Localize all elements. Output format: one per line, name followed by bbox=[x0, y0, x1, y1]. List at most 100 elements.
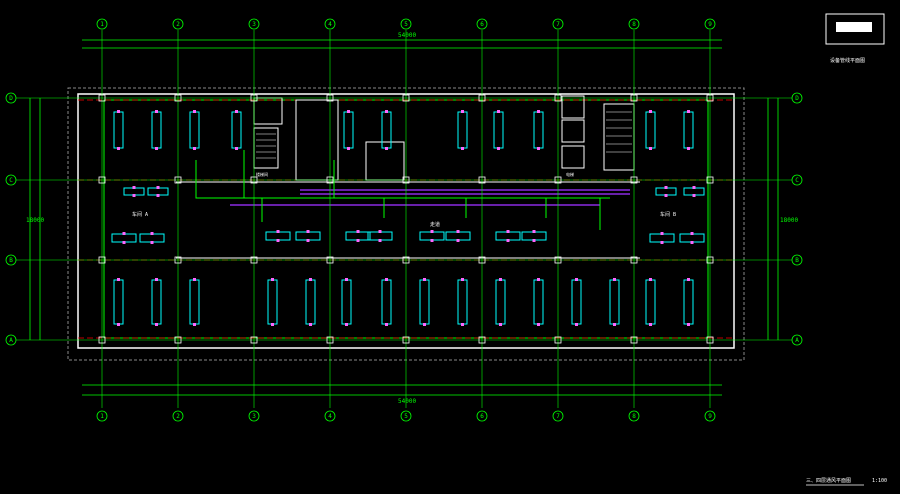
equipment-unit bbox=[151, 111, 162, 149]
structural-column bbox=[250, 256, 258, 264]
structural-column bbox=[250, 336, 258, 344]
equipment-marker bbox=[193, 323, 196, 326]
structural-column bbox=[630, 94, 638, 102]
axis-label-col-3: 3 bbox=[252, 21, 256, 28]
duct-main bbox=[230, 189, 630, 206]
equipment-marker bbox=[276, 230, 280, 233]
equipment-marker bbox=[575, 323, 578, 326]
equipment-unit bbox=[123, 187, 145, 196]
axis-bubble-col-4 bbox=[324, 18, 336, 30]
equipment-unit bbox=[151, 279, 162, 325]
structural-column bbox=[174, 336, 182, 344]
equipment-marker bbox=[690, 232, 694, 235]
axis-bubble-col-2 bbox=[172, 18, 184, 30]
equipment-marker bbox=[193, 147, 196, 150]
equipment-unit bbox=[419, 279, 430, 325]
equipment-marker bbox=[537, 110, 540, 113]
equipment-unit bbox=[267, 279, 278, 325]
axis-bubble-col-5 bbox=[400, 18, 412, 30]
equipment-marker bbox=[385, 323, 388, 326]
structural-column bbox=[478, 176, 486, 184]
axis-bubble-col-2 bbox=[172, 410, 184, 422]
axis-label-row-C: C bbox=[795, 177, 799, 184]
axis-bubble-row-D bbox=[5, 92, 17, 104]
equipment-marker bbox=[660, 241, 664, 244]
structural-column bbox=[630, 256, 638, 264]
equipment-marker bbox=[532, 239, 536, 242]
equipment-marker bbox=[613, 323, 616, 326]
structural-column bbox=[174, 94, 182, 102]
axis-bubble-row-C bbox=[791, 174, 803, 186]
equipment-unit bbox=[571, 279, 582, 325]
structural-column bbox=[250, 176, 258, 184]
equipment-unit bbox=[367, 231, 393, 241]
room-label-b: 车间 B bbox=[660, 211, 676, 218]
equipment-marker bbox=[117, 110, 120, 113]
equipment-unit bbox=[381, 279, 392, 325]
dimension-bottom bbox=[82, 384, 722, 396]
equipment-unit bbox=[679, 233, 705, 243]
structural-column bbox=[402, 336, 410, 344]
equipment-marker bbox=[385, 278, 388, 281]
equipment-marker bbox=[356, 230, 360, 233]
equipment-unit bbox=[139, 233, 165, 243]
equipment-marker bbox=[687, 110, 690, 113]
axis-bubble-row-C bbox=[5, 174, 17, 186]
axis-bubble-row-A bbox=[791, 334, 803, 346]
structural-column bbox=[554, 256, 562, 264]
equipment-marker bbox=[309, 278, 312, 281]
equipment-marker bbox=[461, 278, 464, 281]
equipment-unit bbox=[649, 233, 675, 243]
structural-column bbox=[326, 176, 334, 184]
equipment-marker bbox=[430, 230, 434, 233]
equipment-marker bbox=[117, 323, 120, 326]
equipment-marker bbox=[537, 323, 540, 326]
equipment-unit bbox=[147, 187, 169, 196]
equipment-marker bbox=[193, 278, 196, 281]
equipment-unit bbox=[457, 279, 468, 325]
structural-column bbox=[706, 256, 714, 264]
structural-column bbox=[98, 336, 106, 344]
legend-box: 设备管线平面图 bbox=[825, 13, 885, 64]
structural-column bbox=[174, 176, 182, 184]
equipment-marker bbox=[347, 147, 350, 150]
axis-bubble-col-1 bbox=[96, 18, 108, 30]
equipment-marker bbox=[692, 194, 696, 197]
equipment-marker bbox=[537, 147, 540, 150]
equipment-marker bbox=[306, 239, 310, 242]
duct-supply bbox=[195, 150, 610, 230]
equipment-unit bbox=[113, 279, 124, 325]
equipment-unit bbox=[495, 231, 521, 241]
equipment-unit bbox=[341, 279, 352, 325]
equipment-marker bbox=[117, 278, 120, 281]
title-block: 三、四层通风平面图 1:100 bbox=[806, 477, 887, 486]
equipment-marker bbox=[156, 186, 160, 189]
axis-label-col-5: 5 bbox=[404, 21, 408, 28]
equipment-unit bbox=[111, 233, 137, 243]
equipment-marker bbox=[461, 110, 464, 113]
structural-column bbox=[402, 176, 410, 184]
structural-column bbox=[706, 336, 714, 344]
equipment-marker bbox=[649, 110, 652, 113]
structural-column bbox=[326, 94, 334, 102]
stairwell-left bbox=[253, 97, 283, 169]
equipment-marker bbox=[235, 147, 238, 150]
equipment-marker bbox=[155, 278, 158, 281]
dimension-top bbox=[82, 39, 722, 49]
equipment-unit bbox=[419, 231, 445, 241]
equipment-marker bbox=[461, 323, 464, 326]
axis-label-col-1: 1 bbox=[100, 21, 104, 28]
equipment-unit bbox=[445, 231, 471, 241]
equipment-marker bbox=[660, 232, 664, 235]
axis-label-col-7: 7 bbox=[556, 21, 560, 28]
equipment-marker bbox=[150, 241, 154, 244]
equipment-marker bbox=[499, 323, 502, 326]
equipment-marker bbox=[356, 239, 360, 242]
axis-bubble-col-8 bbox=[628, 410, 640, 422]
dimension-bottom-total: 54000 bbox=[398, 398, 416, 405]
equipment-unit bbox=[493, 111, 504, 149]
equipment-marker bbox=[122, 241, 126, 244]
structural-column bbox=[706, 94, 714, 102]
equipment-marker bbox=[385, 147, 388, 150]
